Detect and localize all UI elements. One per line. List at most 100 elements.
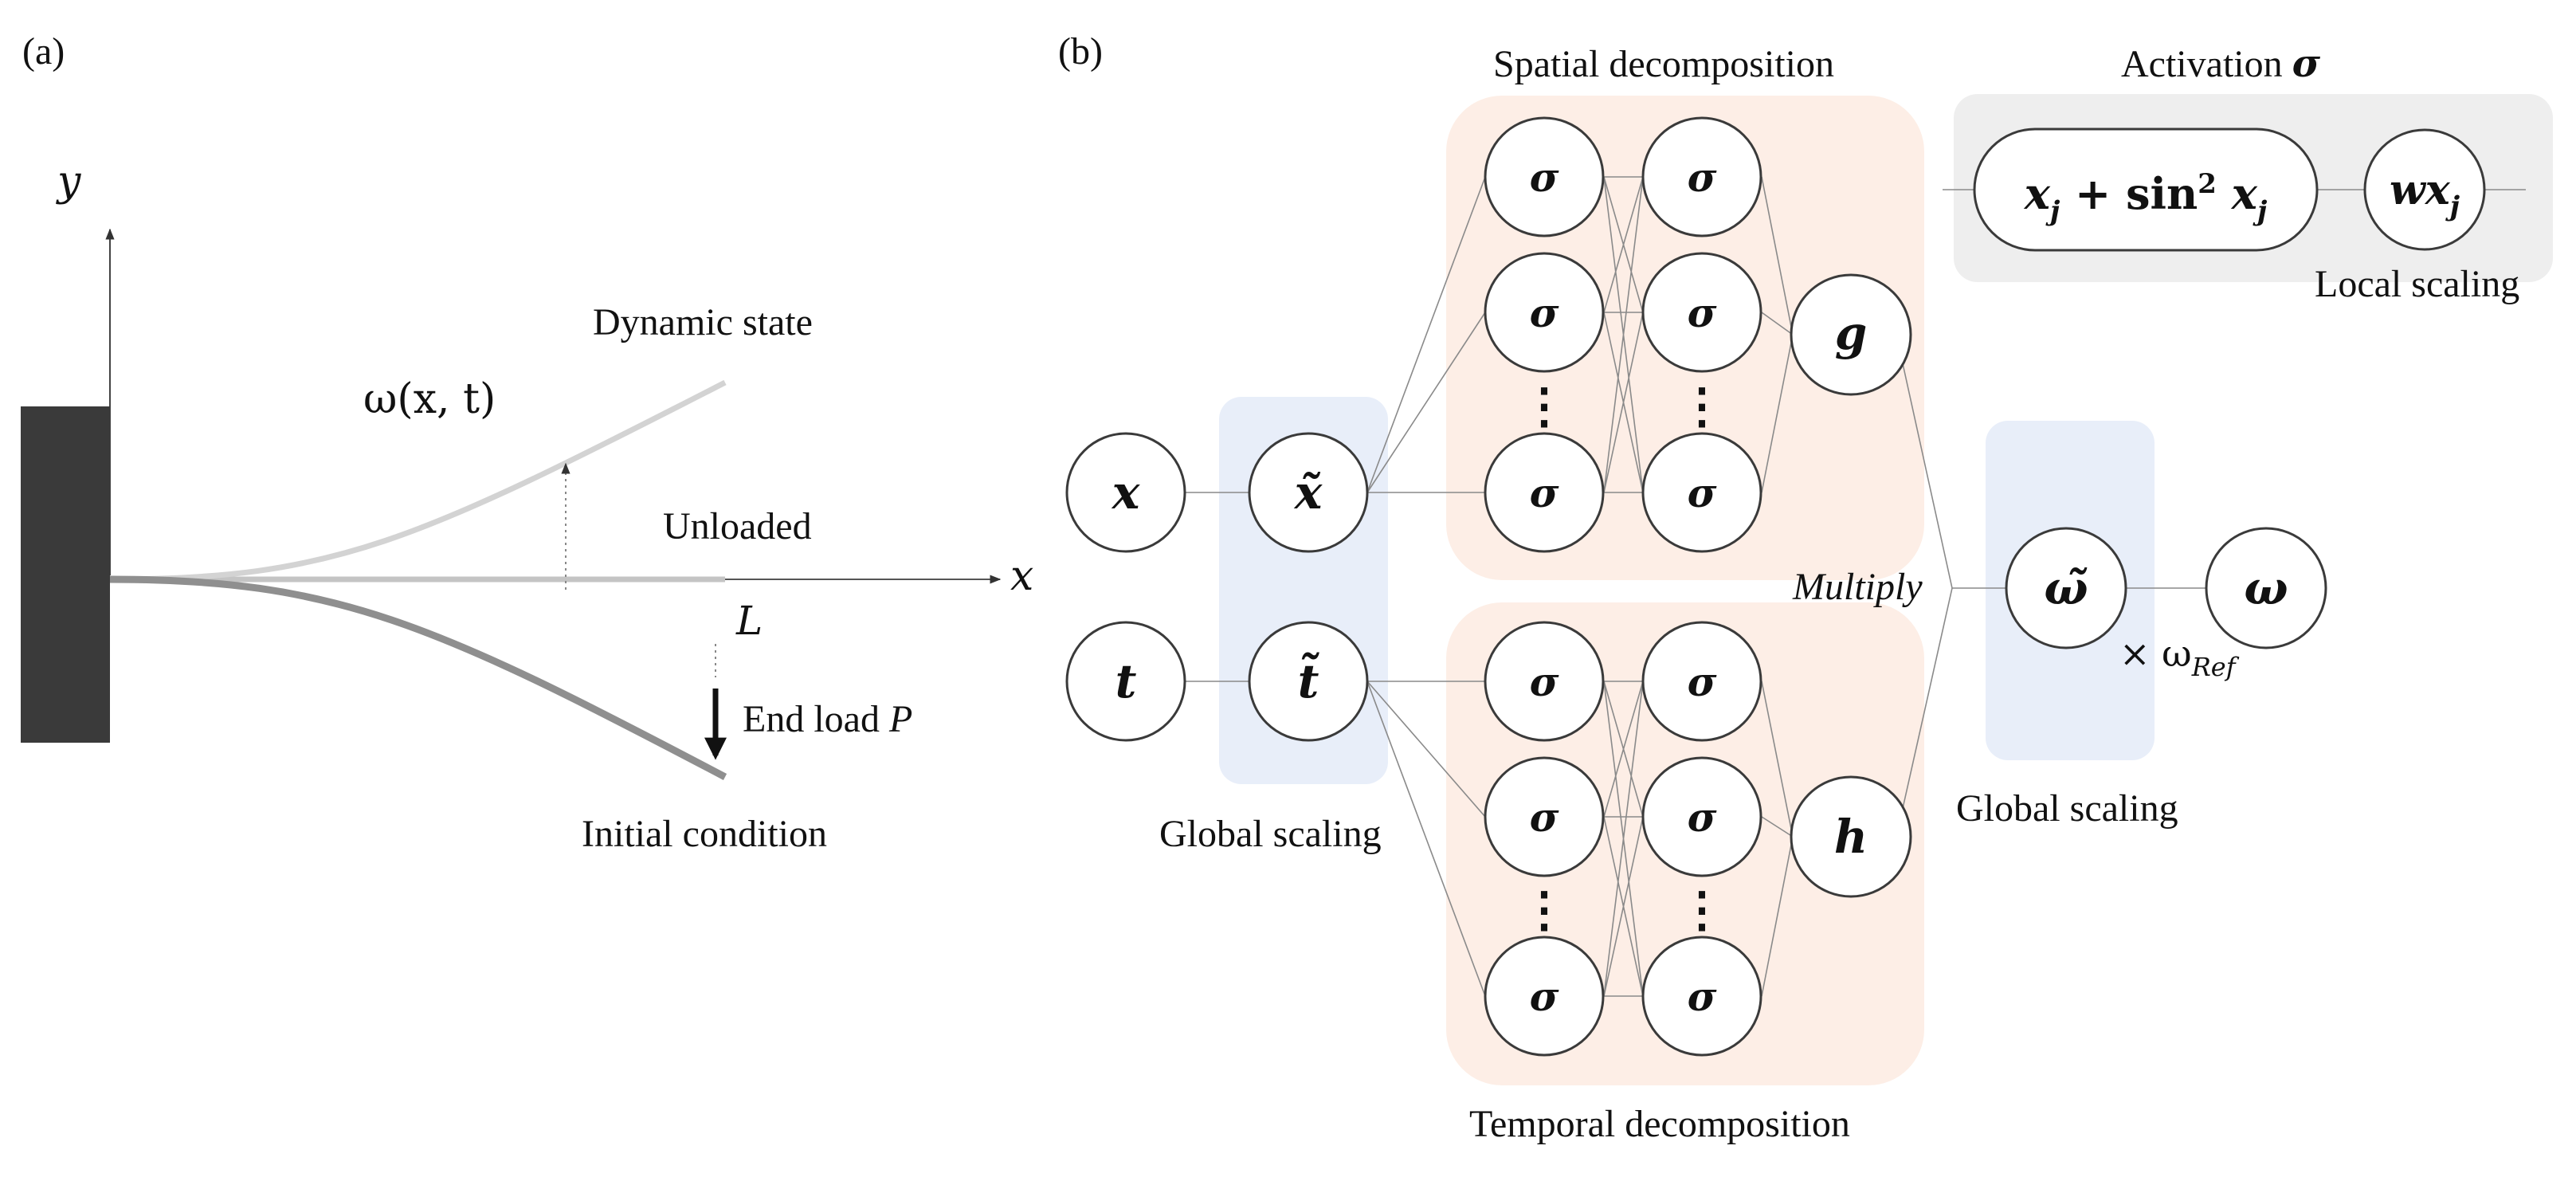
g-circle	[1790, 273, 1912, 396]
edge-s2c-g	[1761, 334, 1794, 493]
local-scaling-node	[2363, 128, 2486, 251]
edge-s2b-g	[1761, 312, 1794, 335]
spatial-l2-node-3-label: σ	[1688, 469, 1717, 516]
panel-b-label: (b)	[1058, 30, 1103, 73]
local-scaling-label: Local scaling	[2315, 263, 2519, 305]
h-label: h	[1834, 810, 1868, 864]
formula-x: x	[2024, 168, 2051, 219]
scaled-x-circle	[1248, 432, 1369, 553]
scaled-output-omega-tilde: ω̃	[2005, 527, 2127, 649]
local-scaling-formula: wxj	[2390, 166, 2460, 222]
temporal-output-h: h	[1790, 775, 1912, 898]
spatial-l1-node-3-label: σ	[1530, 469, 1559, 516]
spatial-decomposition-title: Spatial decomposition	[1493, 43, 1834, 85]
spatial-l1-node-2	[1484, 252, 1605, 373]
temporal-l2-node-3-label: σ	[1688, 973, 1717, 1020]
temporal-l2-node-2	[1641, 756, 1762, 877]
output-omega: ω	[2205, 527, 2327, 649]
multiply-label: Multiply	[1792, 566, 1923, 608]
edge-h-omega-tilde	[1896, 587, 1953, 838]
omega-tilde-label: ω̃	[2044, 561, 2088, 615]
edge-tt-t1b	[1366, 681, 1486, 818]
initial-condition-curve	[109, 575, 727, 780]
edge-xt-s1a	[1366, 176, 1486, 493]
input-x-circle	[1065, 432, 1186, 553]
edge-temporal-fc	[1603, 681, 1644, 997]
spatial-l2-node-1	[1641, 116, 1762, 237]
end-load-symbol: P	[888, 698, 912, 740]
omega-ref-sub: Ref	[2191, 652, 2240, 682]
edge-t2a-h	[1761, 681, 1794, 838]
end-load-label: End load P	[743, 698, 912, 740]
length-label: L	[735, 598, 763, 644]
omega-label: ω	[2244, 561, 2288, 615]
temporal-l1-node-2-label: σ	[1530, 794, 1559, 841]
activation-formula: xj + sin2 xj	[2024, 168, 2268, 227]
edge-xt-s1b	[1366, 312, 1486, 493]
formula-plus-sin: + sin	[2060, 168, 2198, 219]
fixed-wall	[21, 406, 110, 743]
local-wx: wx	[2390, 166, 2451, 214]
spatial-l2-node-3	[1641, 432, 1762, 553]
input-x-label: x	[1111, 465, 1141, 520]
spatial-l2-node-2-label: σ	[1688, 289, 1717, 336]
x-axis-label: x	[1010, 552, 1033, 600]
dynamic-state-curve	[109, 379, 727, 583]
global-scaling-output-label: Global scaling	[1956, 787, 2178, 830]
formula-x2: x	[2217, 168, 2258, 219]
omega-tilde-circle	[2005, 527, 2127, 649]
deflection-label: ω(x, t)	[363, 375, 496, 423]
spatial-l1-node-3	[1484, 432, 1605, 553]
input-t-circle	[1065, 621, 1186, 742]
temporal-l1-ellipsis: ⋮	[1520, 882, 1568, 938]
formula-sup-2: 2	[2198, 168, 2217, 200]
temporal-l2-node-1-label: σ	[1688, 658, 1717, 705]
y-axis-label: y	[56, 158, 81, 206]
temporal-l2-ellipsis: ⋮	[1678, 882, 1726, 938]
spatial-layer-1: σ σ ⋮ σ	[1484, 116, 1605, 553]
scaled-t-circle	[1248, 621, 1369, 742]
spatial-l2-node-2	[1641, 252, 1762, 373]
end-load-text: End load	[743, 698, 889, 740]
temporal-l2-node-3	[1641, 936, 1762, 1057]
omega-circle	[2205, 527, 2327, 649]
h-circle	[1790, 775, 1912, 898]
activation-title-text: Activation	[2121, 43, 2292, 85]
scaled-x-label: x̃	[1293, 465, 1323, 520]
unloaded-label: Unloaded	[663, 505, 812, 547]
panel-b: (b) Spatial decomposition Temporal decom…	[1058, 30, 2553, 1145]
g-label: g	[1835, 306, 1868, 360]
global-scaling-input-label: Global scaling	[1159, 813, 1382, 855]
temporal-l1-node-1	[1484, 621, 1605, 742]
temporal-layer-2: σ σ ⋮ σ	[1641, 621, 1762, 1057]
input-node-t: t	[1065, 621, 1186, 742]
temporal-l1-node-2	[1484, 756, 1605, 877]
scaled-node-x: x̃	[1248, 432, 1369, 553]
temporal-layer-1: σ σ ⋮ σ	[1484, 621, 1605, 1057]
dynamic-state-label: Dynamic state	[593, 301, 813, 343]
activation-title: Activation σ	[2121, 41, 2321, 86]
activation-sigma: σ	[2292, 41, 2321, 86]
spatial-layer-2: σ σ ⋮ σ	[1641, 116, 1762, 553]
temporal-l1-node-3	[1484, 936, 1605, 1057]
activation-formula-pill	[1973, 128, 2319, 252]
spatial-l1-node-2-label: σ	[1530, 289, 1559, 336]
edge-t2b-h	[1761, 816, 1794, 838]
spatial-l1-ellipsis: ⋮	[1520, 379, 1568, 434]
times-omega: × ω	[2119, 632, 2192, 675]
temporal-l2-node-2-label: σ	[1688, 794, 1717, 841]
temporal-l1-node-3-label: σ	[1530, 973, 1559, 1020]
initial-condition-label: Initial condition	[582, 813, 827, 855]
scaled-node-t: t̃	[1248, 621, 1369, 742]
scaled-t-label: t̃	[1298, 652, 1319, 708]
times-omega-ref-label: × ωRef	[2119, 632, 2240, 682]
edge-tt-t1c	[1366, 681, 1486, 997]
input-node-x: x	[1065, 432, 1186, 553]
network-edges	[1186, 176, 2207, 997]
input-t-label: t	[1115, 654, 1137, 708]
edge-spatial-fc	[1603, 176, 1644, 493]
temporal-l1-node-1-label: σ	[1530, 658, 1559, 705]
temporal-decomposition-title: Temporal decomposition	[1469, 1103, 1850, 1145]
spatial-l1-node-1-label: σ	[1530, 154, 1559, 201]
